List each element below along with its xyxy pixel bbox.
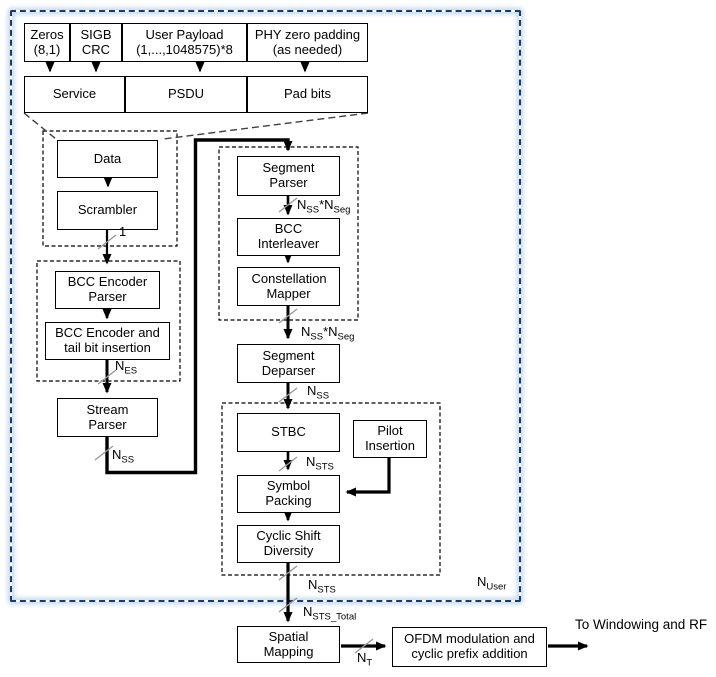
bus-label-nt: NT [357, 650, 373, 669]
bus-label-nss-nseg-1: NSS*NSeg [297, 197, 351, 216]
block-segment-deparser: Segment Deparser [237, 344, 340, 383]
block-scrambler: Scrambler [57, 191, 158, 230]
bus-label-nsts-1: NSTS [306, 454, 334, 473]
block-ofdm-modulation: OFDM modulation and cyclic prefix additi… [392, 627, 547, 667]
bus-label-nsts-total: NSTS_Total [303, 604, 357, 623]
block-cyclic-shift-diversity: Cyclic Shift Diversity [237, 525, 340, 563]
block-segment-parser: Segment Parser [237, 156, 340, 196]
block-constellation-mapper: Constellation Mapper [237, 267, 340, 306]
block-stream-parser: Stream Parser [57, 398, 158, 437]
block-pilot-insertion: Pilot Insertion [353, 420, 427, 458]
block-spatial-mapping: Spatial Mapping [237, 626, 340, 663]
field-psdu: PSDU [125, 76, 247, 113]
block-bcc-encoder-tail: BCC Encoder and tail bit insertion [45, 322, 170, 360]
output-annotation: To Windowing and RF [575, 617, 708, 632]
bus-label-nsts-2: NSTS [308, 577, 336, 596]
input-zeros: Zeros (8,1) [24, 23, 70, 62]
bus-label-nss-deparser: NSS [307, 383, 330, 402]
block-stbc: STBC [237, 413, 340, 452]
block-bcc-interleaver: BCC Interleaver [237, 218, 340, 256]
per-user-processing-frame [10, 10, 521, 602]
bus-label-nss-nseg-2: NSS*NSeg [301, 324, 355, 343]
bus-label-nss-stream: NSS [112, 447, 135, 466]
field-pad-bits: Pad bits [247, 76, 368, 113]
input-user-payload: User Payload (1,...,1048575)*8 [122, 23, 247, 62]
block-data: Data [57, 140, 158, 178]
block-bcc-encoder-parser: BCC Encoder Parser [55, 271, 160, 309]
bus-label-nuser: NUser [477, 574, 507, 593]
input-sigb-crc: SIGB CRC [70, 23, 122, 62]
field-service: Service [24, 76, 125, 113]
bus-label-one: 1 [119, 224, 127, 239]
block-symbol-packing: Symbol Packing [237, 475, 340, 513]
bus-label-nes: NES [115, 358, 138, 377]
input-phy-padding: PHY zero padding (as needed) [247, 23, 368, 62]
